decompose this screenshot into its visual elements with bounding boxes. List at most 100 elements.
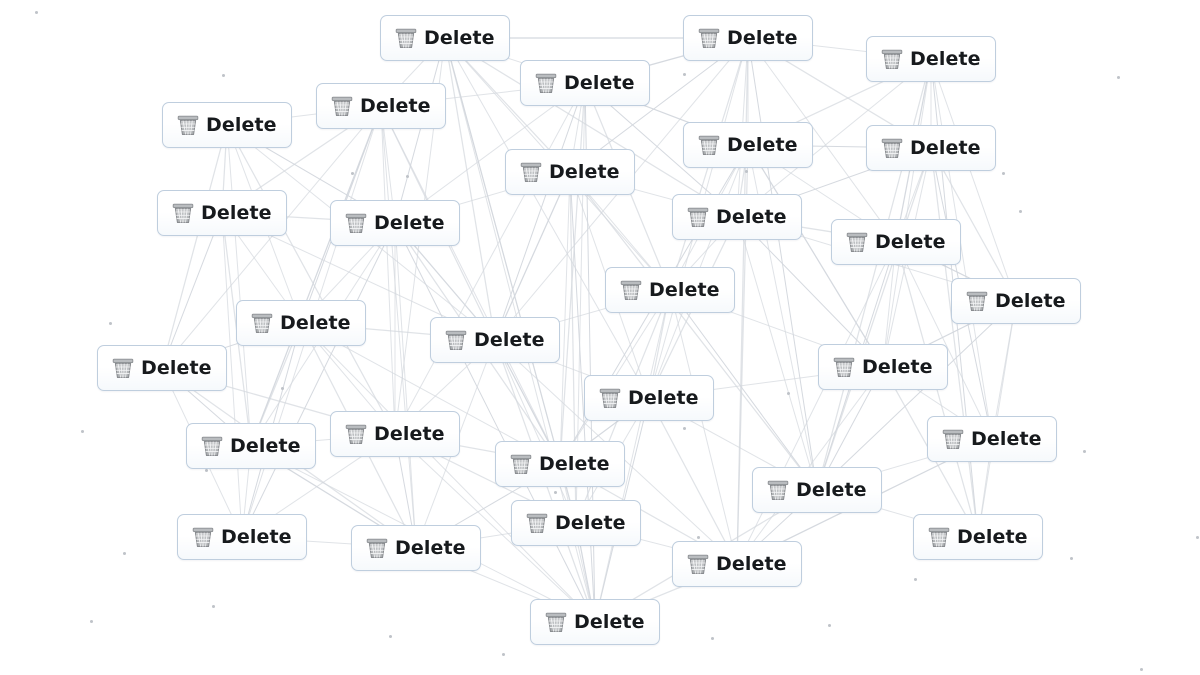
delete-node-label: Delete	[539, 452, 610, 475]
background-dot	[90, 620, 93, 623]
delete-node-11[interactable]: Delete	[672, 194, 802, 240]
graph-edge	[394, 82, 586, 435]
trash-icon	[881, 47, 903, 71]
delete-node-12[interactable]: Delete	[831, 219, 961, 265]
delete-node-13[interactable]: Delete	[605, 267, 735, 313]
trash-icon	[698, 133, 720, 157]
delete-node-label: Delete	[957, 525, 1028, 548]
background-dot	[406, 175, 409, 178]
background-dot	[351, 172, 354, 175]
trash-icon	[698, 26, 720, 50]
trash-icon	[192, 525, 214, 549]
trash-icon	[846, 230, 868, 254]
trash-icon	[172, 201, 194, 225]
delete-node-label: Delete	[716, 552, 787, 575]
delete-node-17[interactable]: Delete	[97, 345, 227, 391]
delete-node-label: Delete	[374, 211, 445, 234]
trash-icon	[942, 427, 964, 451]
graph-edge	[736, 37, 749, 565]
delete-node-label: Delete	[230, 434, 301, 457]
delete-node-24[interactable]: Delete	[752, 467, 882, 513]
background-dot	[212, 605, 215, 608]
delete-node-10[interactable]: Delete	[330, 200, 460, 246]
delete-node-19[interactable]: Delete	[584, 375, 714, 421]
graph-edge	[747, 37, 818, 491]
delete-node-30[interactable]: Delete	[530, 599, 660, 645]
graph-edge	[930, 147, 979, 538]
delete-node-label: Delete	[360, 94, 431, 117]
graph-edge	[816, 147, 932, 491]
delete-node-0[interactable]: Delete	[380, 15, 510, 61]
background-dot	[683, 427, 686, 430]
trash-icon	[687, 205, 709, 229]
graph-edge	[559, 171, 571, 465]
graph-edge	[559, 82, 586, 465]
trash-icon	[545, 610, 567, 634]
trash-icon	[177, 113, 199, 137]
trash-icon	[928, 525, 950, 549]
delete-node-9[interactable]: Delete	[157, 190, 287, 236]
delete-node-18[interactable]: Delete	[818, 344, 948, 390]
delete-node-22[interactable]: Delete	[927, 416, 1057, 462]
trash-icon	[331, 94, 353, 118]
delete-node-label: Delete	[727, 26, 798, 49]
delete-node-label: Delete	[221, 525, 292, 548]
delete-node-27[interactable]: Delete	[913, 514, 1043, 560]
delete-node-label: Delete	[141, 356, 212, 379]
delete-node-4[interactable]: Delete	[316, 83, 446, 129]
background-dot	[914, 578, 917, 581]
trash-icon	[395, 26, 417, 50]
graph-edge	[241, 222, 396, 538]
delete-node-label: Delete	[374, 422, 445, 445]
delete-node-label: Delete	[910, 136, 981, 159]
graph-edge	[444, 37, 496, 341]
trash-icon	[599, 386, 621, 410]
delete-node-label: Delete	[862, 355, 933, 378]
background-dot	[1083, 450, 1086, 453]
delete-node-7[interactable]: Delete	[866, 125, 996, 171]
graph-edge	[736, 366, 884, 565]
delete-node-14[interactable]: Delete	[951, 278, 1081, 324]
delete-node-8[interactable]: Delete	[505, 149, 635, 195]
delete-node-label: Delete	[549, 160, 620, 183]
delete-node-25[interactable]: Delete	[511, 500, 641, 546]
graph-edge	[736, 241, 897, 565]
trash-icon	[445, 328, 467, 352]
trash-icon	[881, 136, 903, 160]
trash-icon	[520, 160, 542, 184]
graph-edge	[226, 124, 252, 447]
background-dot	[81, 430, 84, 433]
graph-edge	[394, 222, 417, 549]
background-dot	[109, 322, 112, 325]
delete-node-15[interactable]: Delete	[236, 300, 366, 346]
background-dot	[1070, 557, 1073, 560]
delete-node-2[interactable]: Delete	[520, 60, 650, 106]
trash-icon	[687, 552, 709, 576]
delete-node-3[interactable]: Delete	[866, 36, 996, 82]
delete-node-23[interactable]: Delete	[495, 441, 625, 487]
graph-edge	[882, 58, 932, 368]
trash-icon	[345, 211, 367, 235]
trash-icon	[833, 355, 855, 379]
delete-node-21[interactable]: Delete	[186, 423, 316, 469]
graph-edge	[161, 124, 228, 369]
delete-node-29[interactable]: Delete	[672, 541, 802, 587]
background-dot	[389, 635, 392, 638]
background-dot	[281, 387, 284, 390]
graph-edge	[380, 105, 417, 549]
delete-node-16[interactable]: Delete	[430, 317, 560, 363]
delete-node-label: Delete	[280, 311, 351, 334]
delete-node-label: Delete	[796, 478, 867, 501]
background-dot	[123, 552, 126, 555]
delete-node-label: Delete	[727, 133, 798, 156]
delete-node-20[interactable]: Delete	[330, 411, 460, 457]
background-dot	[745, 170, 748, 173]
delete-node-5[interactable]: Delete	[162, 102, 292, 148]
delete-node-28[interactable]: Delete	[351, 525, 481, 571]
graph-edge	[494, 339, 577, 524]
delete-node-1[interactable]: Delete	[683, 15, 813, 61]
delete-node-26[interactable]: Delete	[177, 514, 307, 560]
delete-node-label: Delete	[395, 536, 466, 559]
delete-node-6[interactable]: Delete	[683, 122, 813, 168]
background-dot	[1117, 76, 1120, 79]
